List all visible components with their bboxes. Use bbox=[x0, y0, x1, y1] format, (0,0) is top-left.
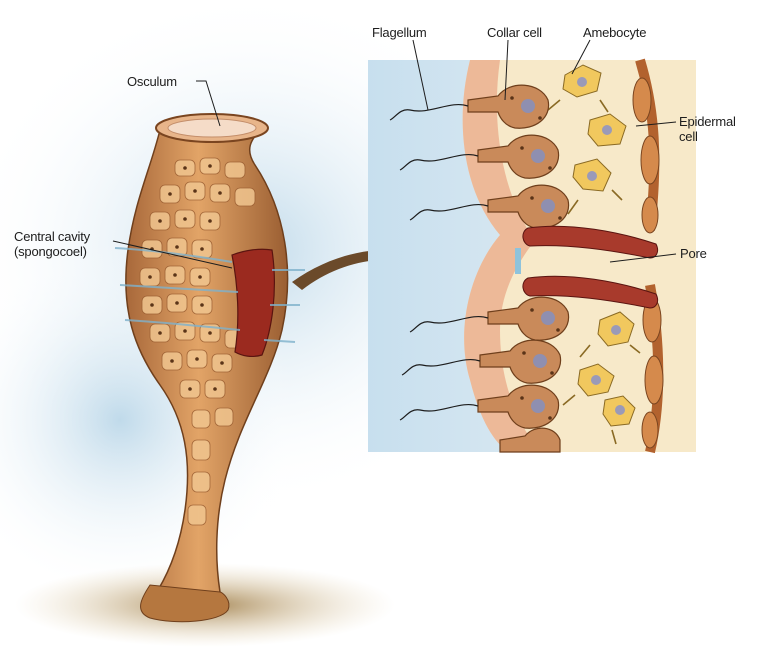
osculum-inner bbox=[168, 119, 256, 137]
label-epidermal-cell: Epidermal cell bbox=[679, 114, 736, 144]
label-epidermal-cell-line2: cell bbox=[679, 129, 736, 144]
label-amebocyte: Amebocyte bbox=[583, 25, 646, 40]
label-central-cavity: Central cavity (spongocoel) bbox=[14, 229, 90, 259]
label-central-cavity-line2: (spongocoel) bbox=[14, 244, 90, 259]
label-osculum: Osculum bbox=[127, 74, 177, 89]
label-epidermal-cell-line1: Epidermal bbox=[679, 114, 736, 129]
detail-panel bbox=[368, 60, 696, 452]
label-collar-cell: Collar cell bbox=[487, 25, 542, 40]
label-central-cavity-line1: Central cavity bbox=[14, 229, 90, 244]
label-pore: Pore bbox=[680, 246, 707, 261]
label-flagellum: Flagellum bbox=[372, 25, 427, 40]
